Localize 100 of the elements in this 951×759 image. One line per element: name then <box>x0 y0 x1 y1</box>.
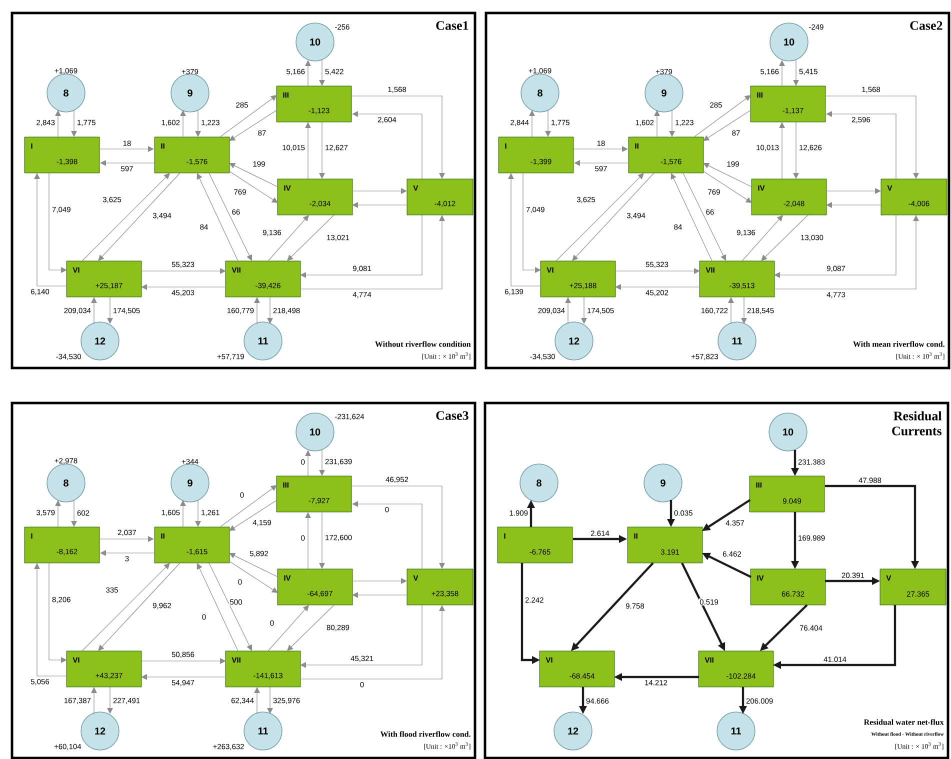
arrow <box>208 562 252 651</box>
arrow <box>180 500 186 528</box>
arrow <box>826 188 881 194</box>
arrow <box>654 110 660 138</box>
arrow <box>319 60 325 86</box>
arrow <box>300 604 422 668</box>
arrow <box>34 563 68 676</box>
arrow <box>529 110 535 138</box>
arrow <box>573 535 627 543</box>
arrow <box>702 499 751 531</box>
arrow <box>228 560 278 593</box>
arrow <box>741 296 747 324</box>
arrow <box>229 110 278 141</box>
arrow <box>100 536 154 542</box>
arrow <box>319 512 325 569</box>
condition-note: Residual water net-flux <box>864 719 944 725</box>
arrow <box>287 604 334 651</box>
arrow <box>107 686 113 714</box>
arrow <box>581 296 587 324</box>
arrow <box>195 110 201 137</box>
panel-title: Residual Currents <box>892 411 942 436</box>
arrow <box>140 658 226 664</box>
arrow <box>254 297 260 324</box>
arrow <box>287 214 334 261</box>
arrow <box>825 577 880 585</box>
condition-note: With flood riverflow cond. <box>380 731 470 737</box>
arrow <box>71 110 77 137</box>
condition-note: Without riverflow condition <box>375 341 471 347</box>
arrow <box>195 500 201 527</box>
arrow <box>572 172 654 261</box>
arrow <box>300 214 422 278</box>
arrow <box>352 592 408 598</box>
arrow <box>196 563 238 652</box>
arrow <box>229 500 278 531</box>
arrow <box>305 60 311 86</box>
arrow <box>826 202 882 208</box>
arrow <box>268 215 309 262</box>
arrow <box>352 96 445 179</box>
arrow <box>98 562 180 651</box>
arrow <box>793 122 799 179</box>
arrow <box>220 95 277 138</box>
arrow <box>579 687 587 714</box>
arrow <box>571 562 654 651</box>
arrow <box>141 284 226 290</box>
arrow <box>180 110 186 138</box>
arrow <box>826 96 919 179</box>
arrow <box>228 170 278 203</box>
arrow <box>825 484 919 569</box>
arrow <box>268 605 309 652</box>
arrow <box>614 673 699 681</box>
arrow <box>670 173 712 262</box>
panel-title: Case3 <box>436 411 468 420</box>
arrow <box>71 500 77 527</box>
arrow <box>305 512 311 570</box>
arrow <box>319 122 325 179</box>
arrow <box>352 188 407 194</box>
arrow <box>305 450 311 476</box>
arrow <box>55 500 61 528</box>
arrow <box>48 172 67 273</box>
arrow <box>791 450 799 476</box>
arrow <box>826 111 896 180</box>
arrow <box>520 563 540 664</box>
arrow <box>107 296 113 324</box>
arrow <box>774 214 896 278</box>
arrow <box>300 215 445 290</box>
arrow <box>34 173 68 286</box>
arrow <box>352 578 407 584</box>
arrow <box>352 202 408 208</box>
arrow <box>545 110 551 137</box>
arrow <box>667 500 675 527</box>
arrow <box>615 284 700 290</box>
arrow <box>681 562 726 651</box>
arrow <box>760 604 808 651</box>
arrow <box>793 60 799 86</box>
arrow <box>703 110 752 141</box>
arrow <box>305 122 311 180</box>
arrow <box>556 173 644 262</box>
arrow <box>267 686 273 714</box>
arrow <box>82 563 170 652</box>
arrow <box>100 160 154 166</box>
arrow <box>702 170 752 203</box>
arrow <box>773 605 896 669</box>
arrow <box>739 687 747 714</box>
arrow <box>779 122 785 180</box>
arrow <box>55 110 61 138</box>
arrow <box>140 268 226 274</box>
arrow <box>220 485 277 528</box>
arrow <box>703 162 752 188</box>
arrow <box>82 173 170 262</box>
arrow <box>574 160 628 166</box>
arrow <box>352 486 445 569</box>
arrow <box>98 172 180 261</box>
arrow <box>702 552 752 578</box>
arrow <box>574 146 628 152</box>
arrow <box>527 500 535 527</box>
arrow <box>141 674 226 680</box>
arrow <box>100 146 154 152</box>
arrow <box>196 173 238 262</box>
panel-title: Case2 <box>910 21 942 30</box>
panel-title: Case1 <box>436 21 468 30</box>
